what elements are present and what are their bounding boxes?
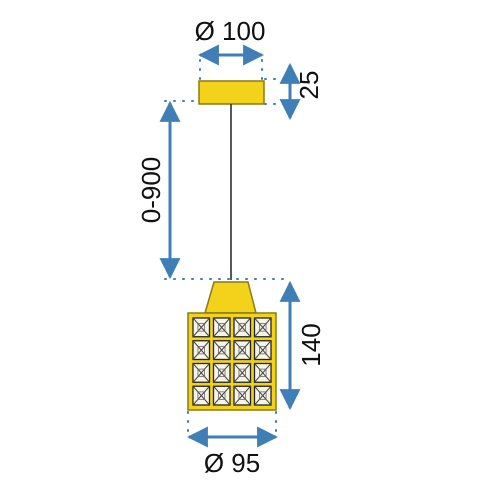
crystal-cell xyxy=(212,385,231,406)
crystal-cell xyxy=(233,362,252,383)
cable-length-dimension: 0-900 xyxy=(136,100,181,280)
crystal-cell xyxy=(233,340,252,361)
crystal-cell xyxy=(212,362,231,383)
shade-crystal-grid xyxy=(192,317,272,406)
crystal-cell xyxy=(192,317,211,338)
crystal-cell xyxy=(233,385,252,406)
canopy-height-dimension: 25 xyxy=(279,62,324,121)
crystal-cell xyxy=(192,362,211,383)
shade-height-label: 140 xyxy=(296,323,326,366)
shade-cap xyxy=(204,281,257,314)
crystal-cell xyxy=(192,385,211,406)
shade-height-dimension: 140 xyxy=(279,280,326,411)
shade-diameter-label: Ø 95 xyxy=(204,448,260,478)
extension-lines xyxy=(164,59,291,433)
crystal-cell xyxy=(253,362,272,383)
crystal-cell xyxy=(253,317,272,338)
crystal-cell xyxy=(192,340,211,361)
canopy-body xyxy=(198,80,265,105)
cable-length-label: 0-900 xyxy=(136,157,166,224)
crystal-cell xyxy=(212,340,231,361)
crystal-cell xyxy=(253,340,272,361)
crystal-cell xyxy=(212,317,231,338)
crystal-shade xyxy=(187,312,277,411)
canopy-diameter-label: Ø 100 xyxy=(195,16,266,46)
crystal-cell xyxy=(233,317,252,338)
crystal-cell xyxy=(253,385,272,406)
ceiling-canopy xyxy=(198,80,265,105)
canopy-diameter-dimension: Ø 100 xyxy=(195,16,266,66)
canopy-height-label: 25 xyxy=(294,71,324,100)
shade-diameter-dimension: Ø 95 xyxy=(186,426,279,478)
